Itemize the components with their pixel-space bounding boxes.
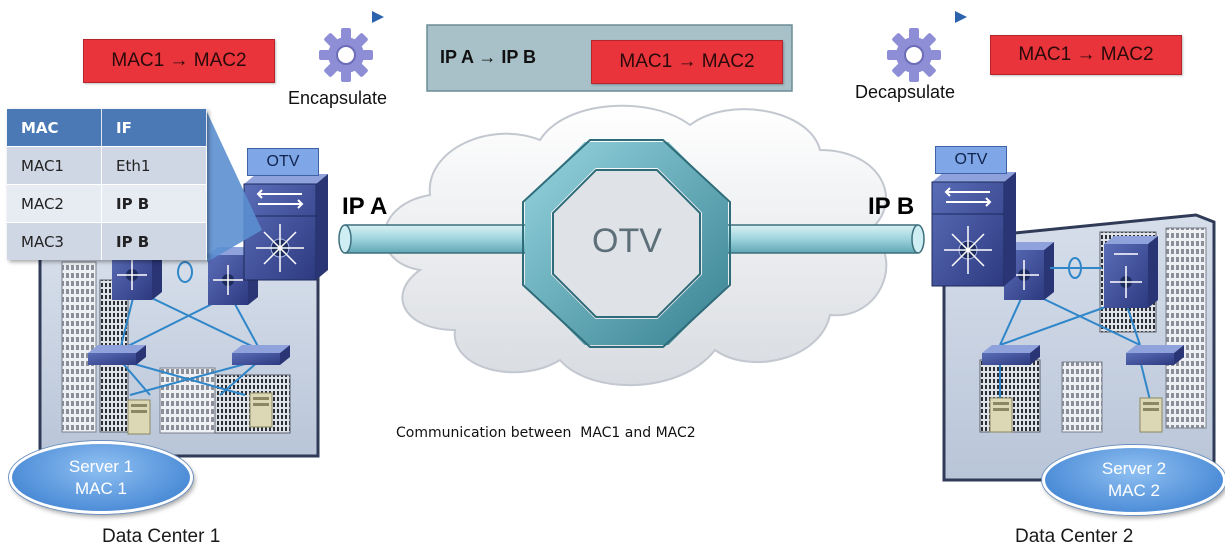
data-center-2-graphic [931,172,1216,482]
ethernet-frame-right: MAC1 → MAC2 [990,35,1182,75]
server-2-badge: Server 2 MAC 2 [1042,445,1225,515]
mac-cell: MAC1 [7,146,102,185]
if-column-header: IF [101,109,207,147]
mac-cell: MAC3 [7,222,102,260]
server-1-badge: Server 1 MAC 1 [9,441,193,514]
data-center-2-label: Data Center 2 [1015,526,1134,547]
table-row: MAC3 IP B [7,222,207,260]
encapsulate-gear-icon [318,27,374,83]
encapsulated-ethernet-frame: MAC1 → MAC2 [591,40,783,84]
server-1-name: Server 1 [68,456,134,476]
ip-header-label: IP A → IP B [440,47,537,67]
otv-octagon [522,139,731,348]
mac-forwarding-table: MAC IF MAC1 Eth1 MAC2 IP B MAC3 IP B [7,109,207,260]
interface-cell: IP B [101,222,207,260]
tunnel-tube-right [718,224,925,254]
communication-caption: Communication between MAC1 and MAC2 [396,425,696,441]
encapsulate-label: Encapsulate [288,88,388,108]
data-center-1-graphic [38,174,328,458]
ip-a-label: IP A [342,193,388,220]
otv-edge-tag-right: OTV [935,146,1007,174]
direction-arrow-right [873,11,967,23]
tunnel-tube-left [338,224,535,254]
server-1-mac: MAC 1 [75,478,127,498]
ip-b-label: IP B [868,193,915,220]
server-2-name: Server 2 [1101,459,1167,478]
otv-cloud-label: OTV [592,222,662,260]
decapsulate-label: Decapsulate [855,82,956,102]
interface-cell: Eth1 [101,146,207,185]
mac-table-header-row: MAC IF [7,109,207,147]
direction-arrow-left [292,11,384,23]
mac-cell: MAC2 [7,184,102,223]
mac-column-header: MAC [7,109,102,147]
data-center-1-label: Data Center 1 [102,526,221,547]
ethernet-frame-left: MAC1 → MAC2 [83,39,275,83]
otv-edge-tag-left: OTV [247,148,319,176]
table-row: MAC1 Eth1 [7,146,207,185]
decapsulate-gear-icon [886,27,942,83]
table-row: MAC2 IP B [7,184,207,223]
interface-cell: IP B [101,184,207,223]
mac-table-callout-pointer [207,112,262,262]
server-2-mac: MAC 2 [1108,481,1160,500]
